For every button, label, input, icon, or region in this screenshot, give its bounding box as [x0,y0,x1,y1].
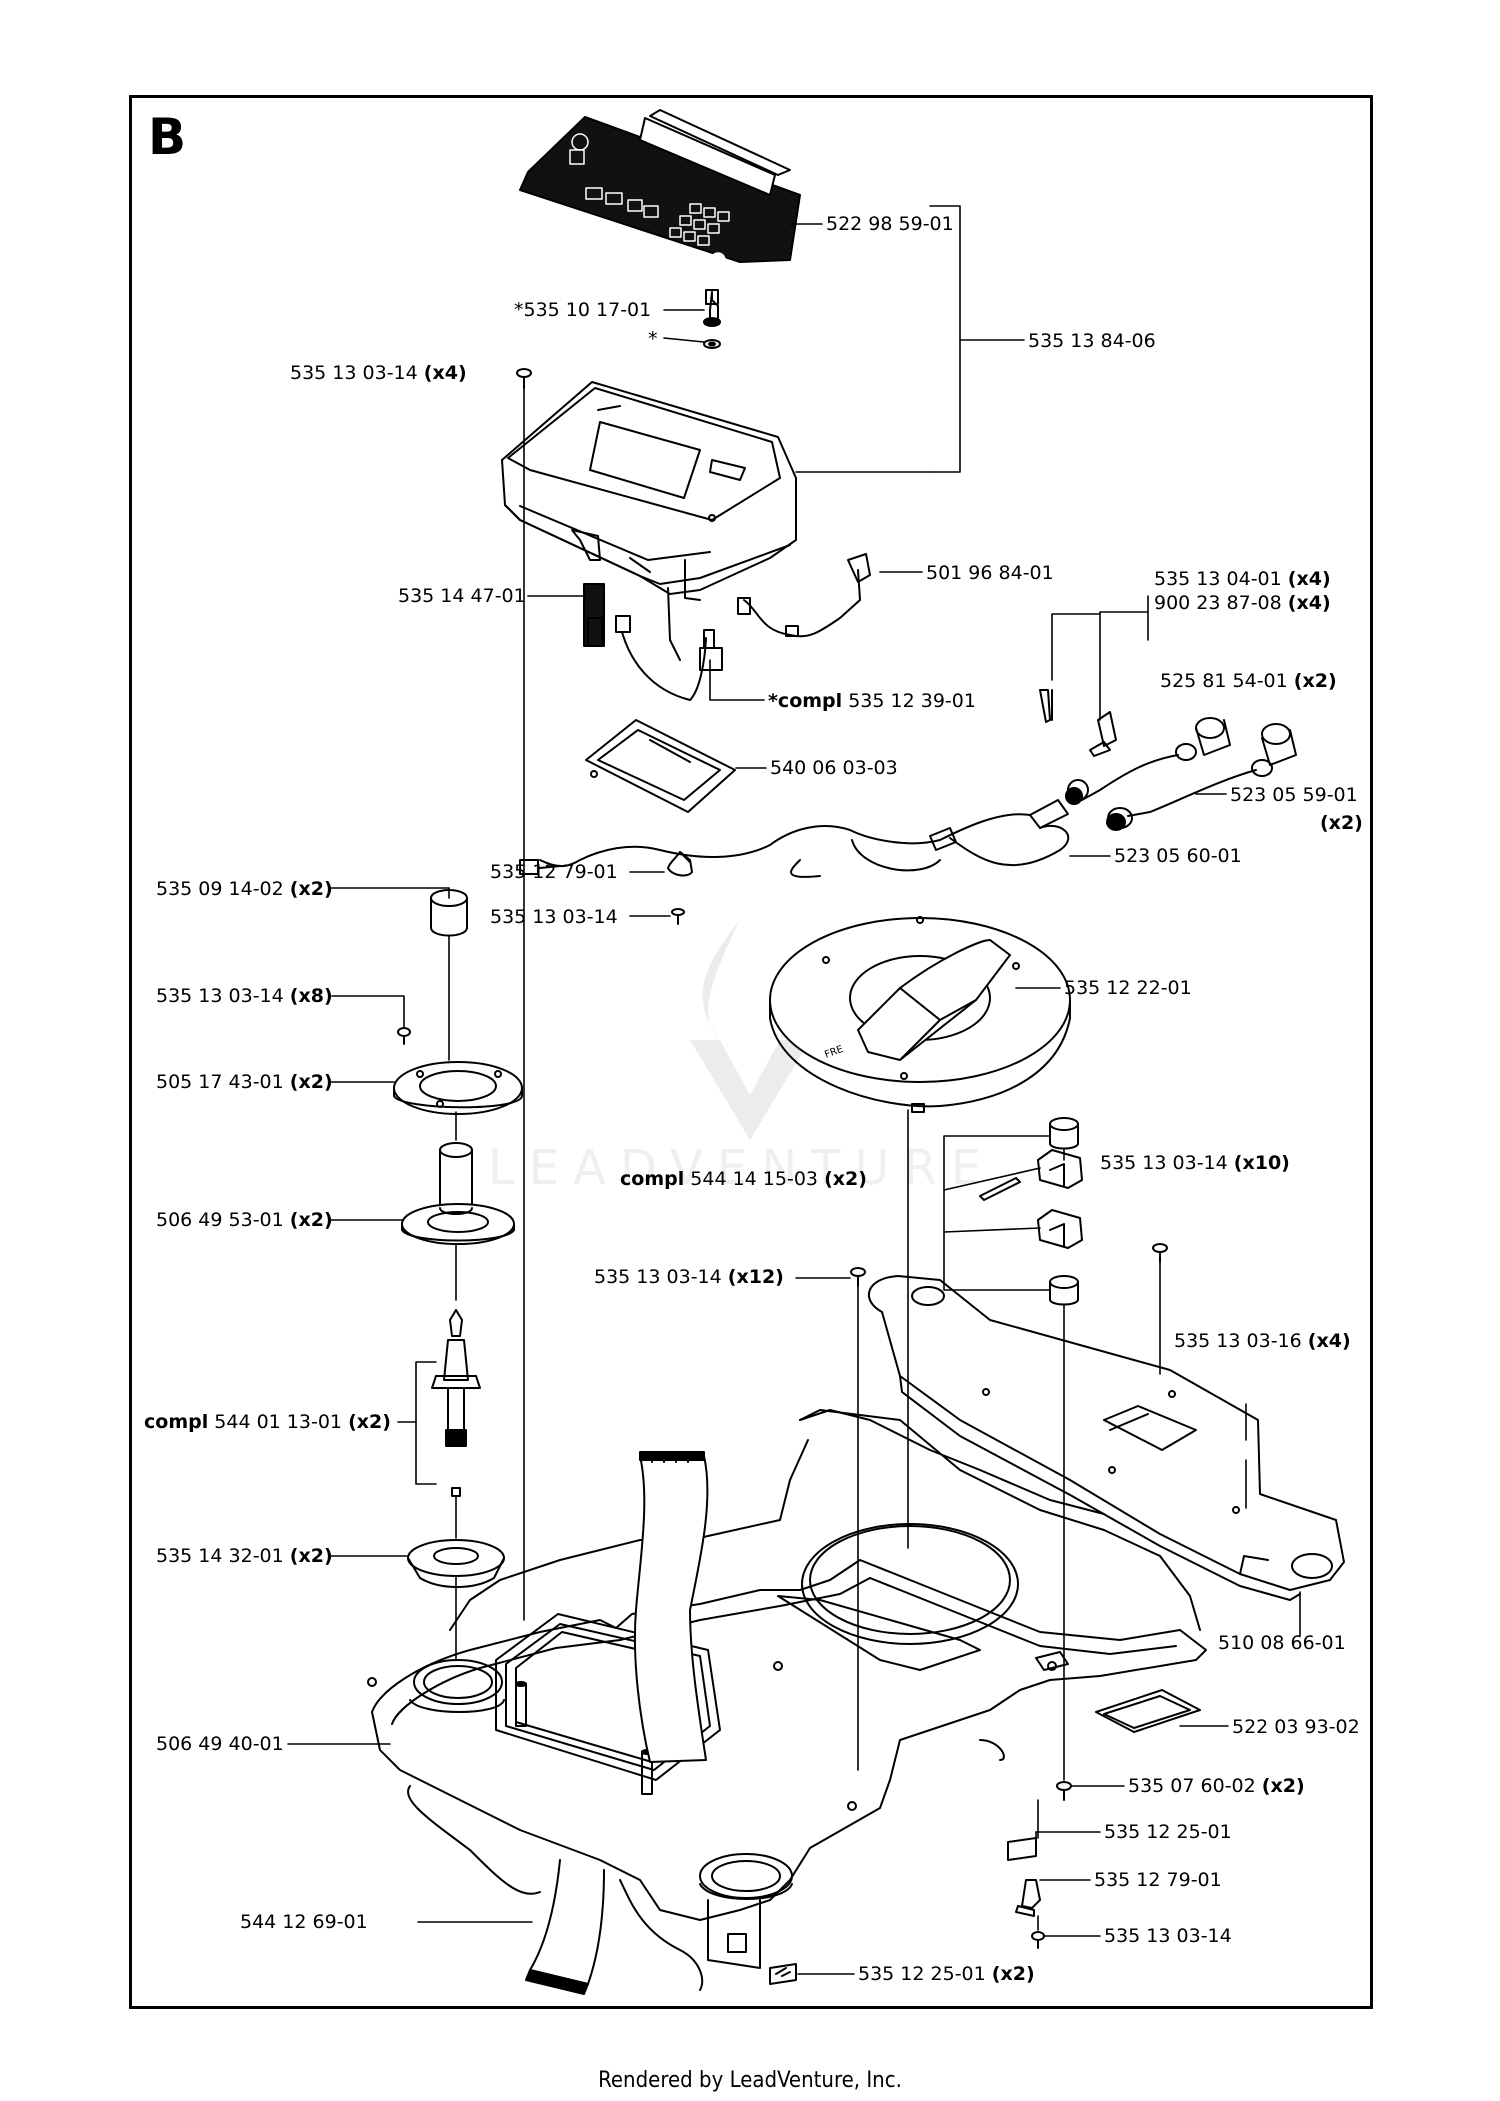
part-label: 540 06 03-03 [770,757,898,779]
part-label: 535 09 14-02 (x2) [156,878,333,900]
screw-icon [516,368,532,389]
part-label: 523 05 60-01 [1114,845,1242,867]
part-label: 523 05 59-01 [1230,784,1358,806]
part-label: 535 13 03-14 (x8) [156,985,333,1007]
part-label: (x2) [1320,812,1363,834]
part-label: 535 12 25-01 (x2) [858,1963,1035,1985]
part-label: *535 10 17-01 [514,299,652,321]
part-label: 535 12 25-01 [1104,1821,1232,1843]
part-label: 535 13 03-14 [1104,1925,1232,1947]
part-label: 535 14 32-01 (x2) [156,1545,333,1567]
housing-cover-icon [501,381,797,661]
circuit-plate-icon [585,719,736,813]
part-label: 506 49 40-01 [156,1733,284,1755]
part-label: 525 81 54-01 (x2) [1160,670,1337,692]
part-label: 535 13 03-14 (x4) [290,362,467,384]
part-label: 535 07 60-02 (x2) [1128,1775,1305,1797]
sensor-cable-icon [519,689,1297,878]
part-label: 535 12 79-01 [490,861,618,883]
part-label: 535 13 03-14 (x10) [1100,1152,1290,1174]
part-label: 900 23 87-08 (x4) [1154,592,1331,614]
part-label: 510 08 66-01 [1218,1632,1346,1654]
coupling-icon [979,1117,1083,1306]
round-cover-icon: FRE [769,916,1071,1113]
part-label: 535 12 79-01 [1094,1869,1222,1891]
part-label: compl 544 01 13-01 (x2) [144,1411,391,1433]
knob-icon [703,289,721,349]
part-label: 535 13 03-14 (x12) [594,1266,784,1288]
label-plate-icon [1095,1689,1201,1733]
part-label: 505 17 43-01 (x2) [156,1071,333,1093]
part-label: 522 98 59-01 [826,213,954,235]
part-label: 535 13 03-16 (x4) [1174,1330,1351,1352]
diagram-frame [129,95,1373,2009]
chassis-icon [367,1409,1207,1995]
part-label: *compl 535 12 39-01 [768,690,976,712]
part-label: 535 13 04-01 (x4) [1154,568,1331,590]
bracket-plate-icon [868,1275,1345,1601]
part-label: 535 13 84-06 [1028,330,1156,352]
keypad-icon [519,109,801,268]
part-label: 535 13 03-14 [490,906,618,928]
part-label: 535 12 22-01 [1064,977,1192,999]
screw-icon [671,908,685,925]
part-label: 506 49 53-01 (x2) [156,1209,333,1231]
watermark-text: LEADVENTURE [488,1140,996,1196]
part-label: compl 544 14 15-03 (x2) [620,1168,867,1190]
part-label: 544 12 69-01 [240,1911,368,1933]
leader-lines [287,205,1301,1975]
part-label: * [648,328,658,350]
section-letter: B [148,108,187,166]
small-bracket-icon [769,1837,1041,1985]
harness-connector-icon [583,553,871,701]
part-label: 522 03 93-02 [1232,1716,1360,1738]
bearing-plate-icon [393,1061,523,1115]
part-label: 535 14 47-01 [398,585,526,607]
shaft-assembly-icon [431,1309,481,1497]
part-label: 501 96 84-01 [926,562,1054,584]
footer-credit: Rendered by LeadVenture, Inc. [598,2068,902,2093]
hub-shaft-icon [401,1142,515,1245]
